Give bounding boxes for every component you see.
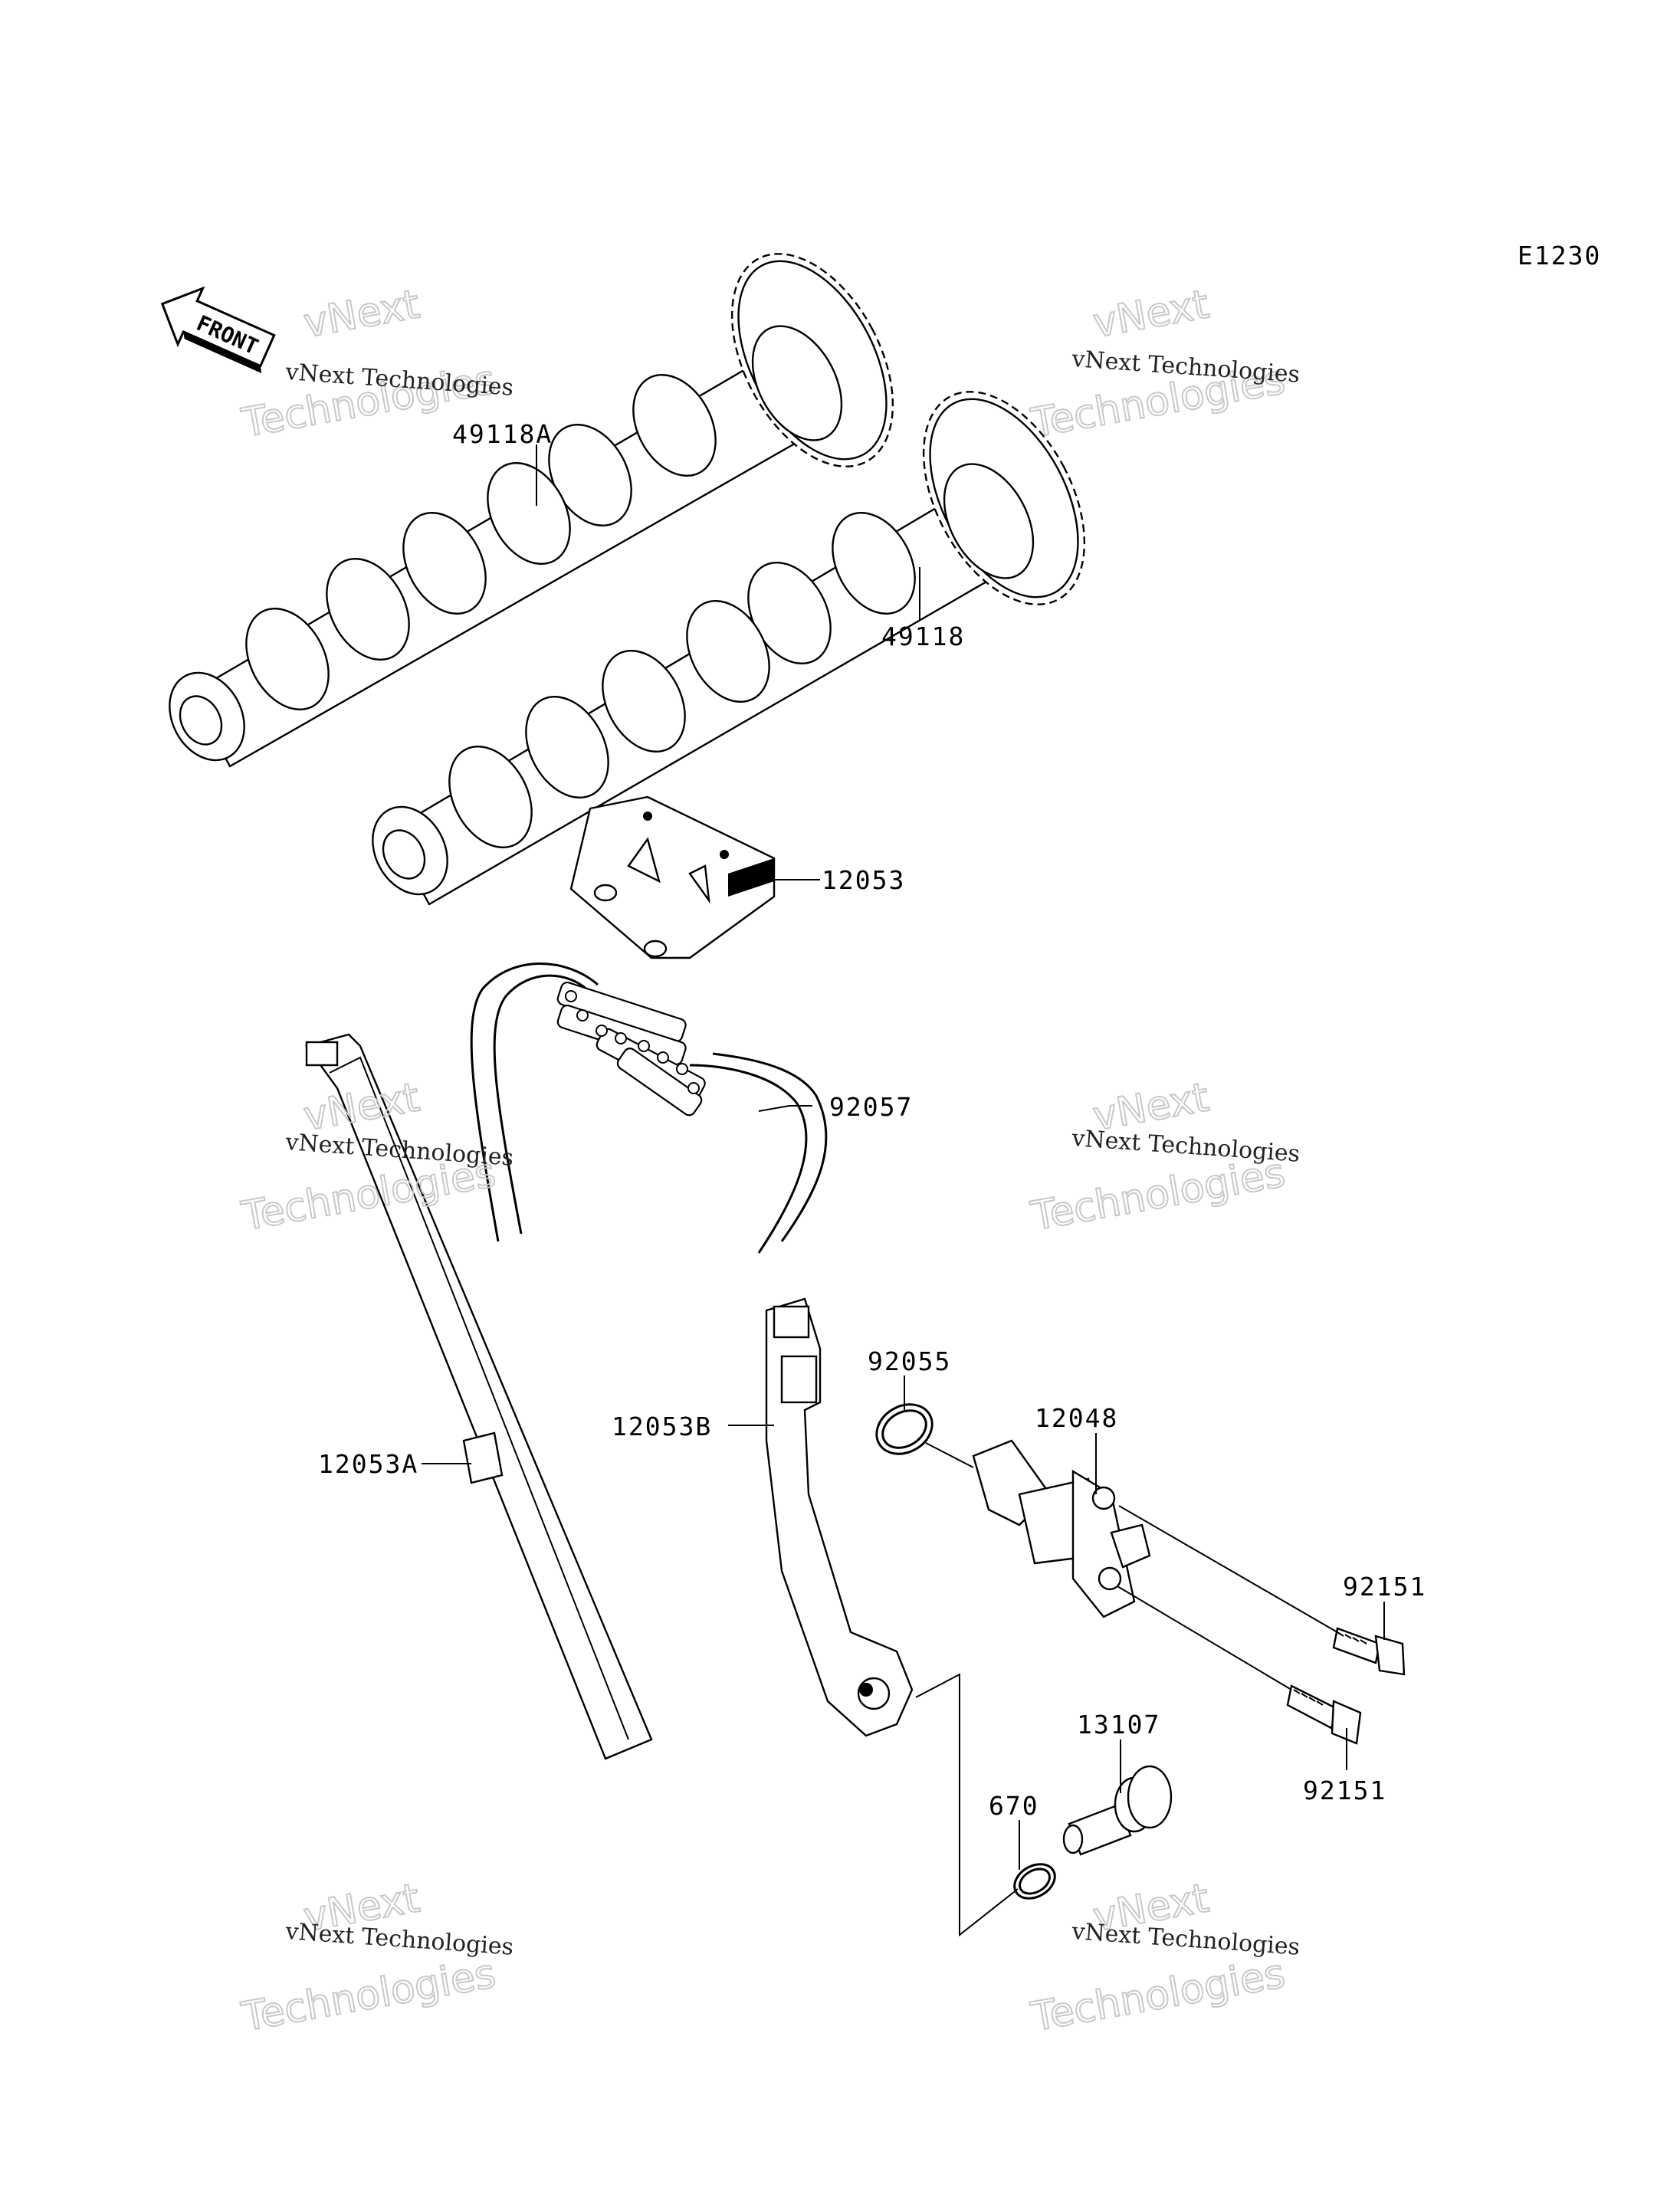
bolt-92151-upper	[1332, 1627, 1406, 1676]
svg-text:Technologies: Technologies	[1028, 1951, 1288, 2041]
camshaft-intake-gear	[730, 253, 894, 467]
timing-chain	[470, 962, 828, 1254]
part-label: 92057	[829, 1092, 913, 1122]
chain-tensioner	[972, 1439, 1151, 1618]
watermark: vNext Technologies vNext Technologies	[1027, 1874, 1301, 2041]
svg-text:vNext: vNext	[1090, 281, 1212, 346]
part-label: 12048	[1035, 1403, 1118, 1433]
watermark: vNext Technologies vNext Technologies	[1027, 280, 1301, 448]
leader-lines	[422, 444, 1385, 1937]
svg-text:Technologies: Technologies	[238, 1951, 499, 2041]
part-label: 670	[989, 1791, 1039, 1821]
camshaft-exhaust	[372, 391, 1086, 906]
camshaft-intake	[169, 253, 894, 768]
o-ring-92055	[875, 1403, 934, 1455]
tensioner-guide	[765, 1297, 914, 1737]
svg-text:vNext: vNext	[300, 1074, 423, 1139]
part-labels: 49118A 49118 12053 92057 92055 12048 120…	[318, 419, 1426, 1821]
plug-13107	[1062, 1765, 1173, 1856]
diagram-code: E1230	[1518, 241, 1601, 271]
bolt-92151-lower	[1286, 1684, 1362, 1745]
svg-text:vNext: vNext	[300, 281, 423, 346]
part-label: 12053B	[612, 1412, 712, 1441]
camshaft-exhaust-gear	[922, 391, 1086, 605]
part-label: 92055	[868, 1346, 951, 1376]
part-label: 92151	[1303, 1776, 1386, 1805]
part-label: 49118A	[452, 419, 553, 449]
chain-guide-long	[305, 1033, 653, 1760]
o-ring-670	[1013, 1863, 1056, 1900]
watermark: vNext Technologies vNext Technologies	[238, 1074, 514, 1241]
watermark: vNext Technologies vNext Technologies	[1027, 1074, 1301, 1241]
chain-guide-top	[569, 795, 776, 959]
front-arrow-icon: FRONT	[160, 286, 276, 373]
part-label: 13107	[1077, 1710, 1160, 1740]
part-label: 92151	[1343, 1572, 1426, 1602]
part-label: 49118	[881, 621, 965, 651]
watermark: vNext Technologies vNext Technologies	[238, 1874, 514, 2041]
part-label: 12053	[822, 865, 905, 895]
svg-text:vNext Technologies: vNext Technologies	[1070, 1125, 1301, 1168]
part-label: 12053A	[318, 1449, 418, 1479]
